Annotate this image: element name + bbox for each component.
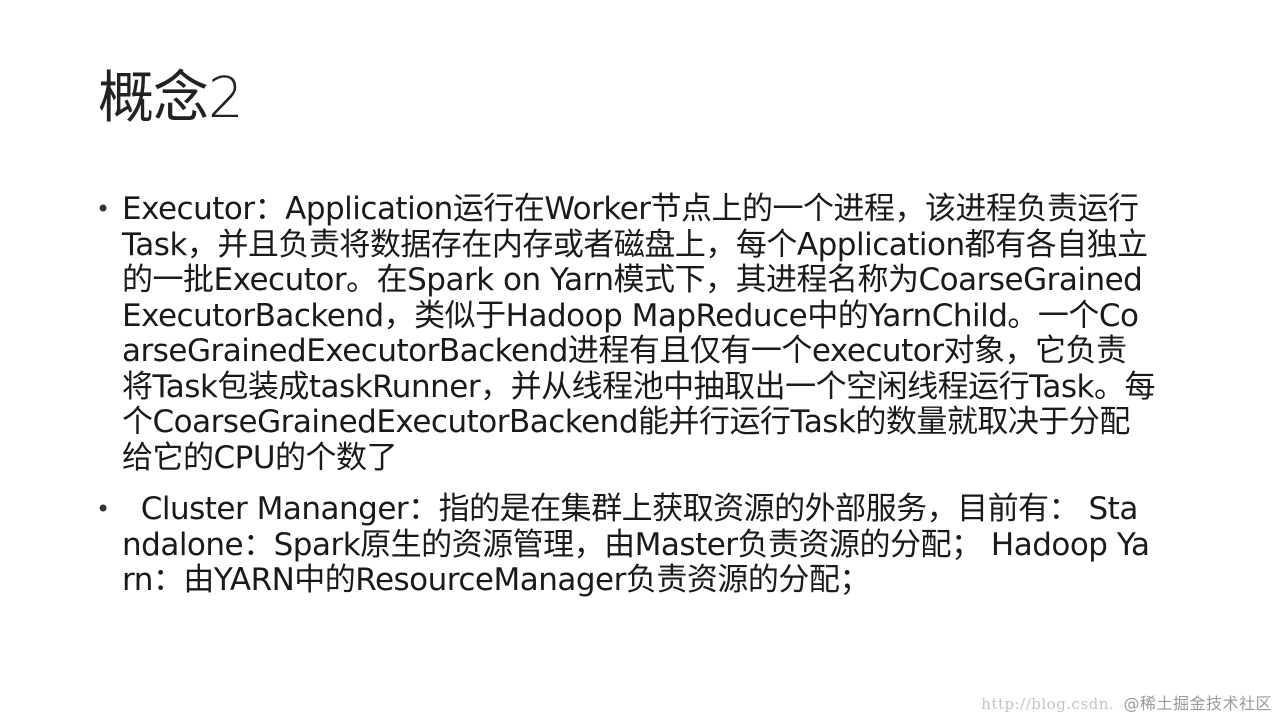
bullet-text: Executor：Application运行在Worker节点上的一个进程，该进… bbox=[122, 191, 1155, 476]
bullet-marker: • bbox=[96, 495, 110, 523]
bullet-text: Cluster Mananger：指的是在集群上获取资源的外部服务，目前有： S… bbox=[122, 491, 1150, 598]
watermark: http://blog.csdn. @稀土掘金技术社区 bbox=[981, 690, 1272, 714]
bullet-item-executor: • Executor：Application运行在Worker节点上的一个进程，… bbox=[96, 191, 1156, 476]
bullet-list: • Executor：Application运行在Worker节点上的一个进程，… bbox=[96, 191, 1156, 615]
watermark-url: http://blog.csdn. bbox=[981, 695, 1115, 713]
bullet-item-cluster-manager: • Cluster Mananger：指的是在集群上获取资源的外部服务，目前有：… bbox=[96, 491, 1156, 599]
slide-title: 概念2 bbox=[98, 66, 244, 131]
bullet-marker: • bbox=[96, 195, 110, 223]
watermark-brand: @稀土掘金技术社区 bbox=[1123, 694, 1272, 713]
